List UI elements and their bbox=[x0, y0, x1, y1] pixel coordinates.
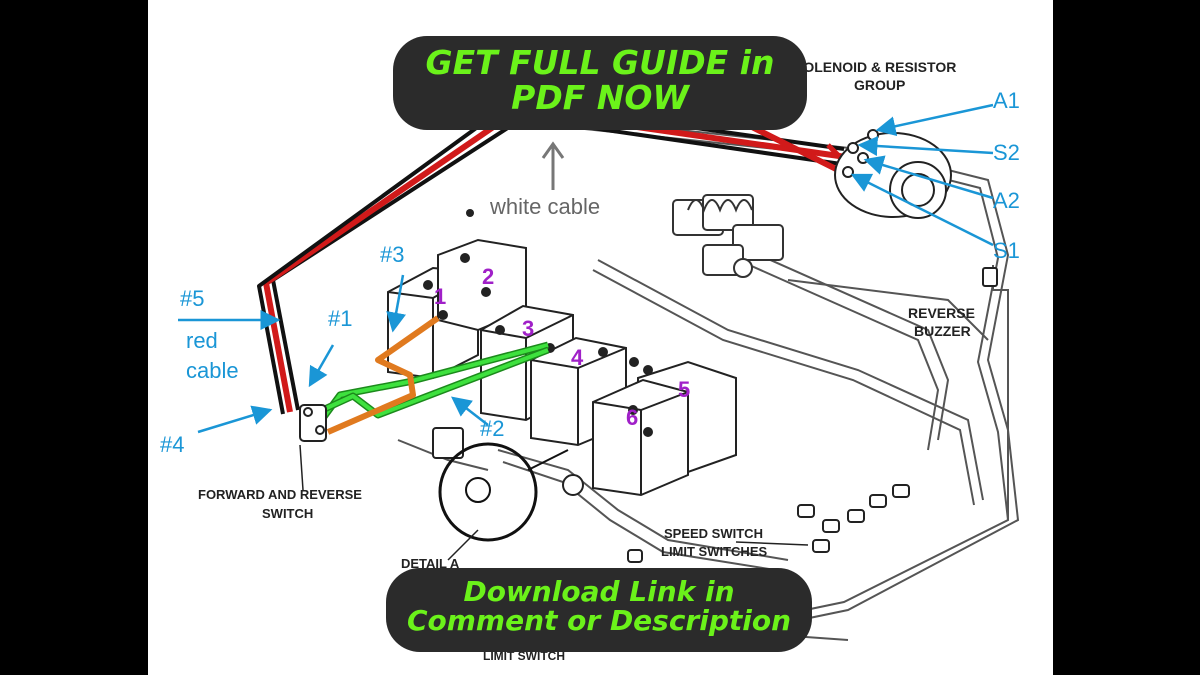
battery-number-1: 1 bbox=[434, 284, 446, 309]
solenoid-label-line2: GROUP bbox=[854, 77, 905, 93]
download-line2: Comment or Description bbox=[406, 604, 792, 638]
solenoid-resistor-bank bbox=[672, 194, 784, 278]
limit-switches bbox=[627, 267, 998, 563]
forward-reverse-label-line1: FORWARD AND REVERSE bbox=[198, 487, 362, 502]
red-cable-label-line2: cable bbox=[186, 358, 239, 383]
speed-switch-label-line2: LIMIT SWITCHES bbox=[661, 544, 767, 559]
terminal-s1-label: S1 bbox=[993, 238, 1020, 263]
ref-4-label: #4 bbox=[160, 432, 184, 457]
battery-number-5: 5 bbox=[678, 377, 690, 402]
get-guide-banner[interactable]: GET FULL GUIDE in PDF NOW bbox=[393, 36, 807, 130]
download-link-banner[interactable]: Download Link in Comment or Description bbox=[386, 568, 812, 652]
red-cable-label-line1: red bbox=[186, 328, 218, 353]
ref-5-label: #5 bbox=[180, 286, 204, 311]
battery-posts bbox=[423, 209, 653, 437]
detail-a-label: DETAIL A bbox=[401, 556, 460, 571]
limit-switch-label: LIMIT SWITCH bbox=[483, 649, 565, 663]
speed-switch-label-line1: SPEED SWITCH bbox=[664, 526, 763, 541]
solenoid-label-line1: SOLENOID & RESISTOR bbox=[794, 59, 956, 75]
reverse-buzzer-label-line2: BUZZER bbox=[914, 323, 971, 339]
battery-pack bbox=[387, 238, 737, 497]
leader-lines bbox=[299, 444, 809, 561]
terminal-a1-label: A1 bbox=[993, 88, 1020, 113]
wiring-diagram: SOLENOID & RESISTOR GROUP A1 S2 A2 S1 wh… bbox=[160, 59, 1020, 663]
ref-3-label: #3 bbox=[380, 242, 404, 267]
terminal-a2-label: A2 bbox=[993, 188, 1020, 213]
motor bbox=[834, 129, 952, 219]
download-line1: Download Link in bbox=[463, 575, 735, 608]
forward-reverse-switch bbox=[299, 404, 584, 496]
get-guide-line1: GET FULL GUIDE in bbox=[425, 43, 775, 82]
detail-a-circle bbox=[438, 442, 569, 542]
terminal-s2-label: S2 bbox=[993, 140, 1020, 165]
reverse-buzzer-label-line1: REVERSE bbox=[908, 305, 975, 321]
battery-number-6: 6 bbox=[626, 405, 638, 430]
ref-1-label: #1 bbox=[328, 306, 352, 331]
ref-2-label: #2 bbox=[480, 416, 504, 441]
callout-arrows bbox=[178, 103, 994, 434]
battery-number-3: 3 bbox=[522, 316, 534, 341]
battery-number-2: 2 bbox=[482, 264, 494, 289]
battery-number-4: 4 bbox=[571, 345, 584, 370]
colored-cables bbox=[315, 315, 550, 435]
get-guide-line2: PDF NOW bbox=[511, 77, 689, 117]
white-cable-label: white cable bbox=[489, 194, 600, 219]
forward-reverse-label-line2: SWITCH bbox=[262, 506, 313, 521]
white-cable-arrow bbox=[541, 141, 565, 190]
